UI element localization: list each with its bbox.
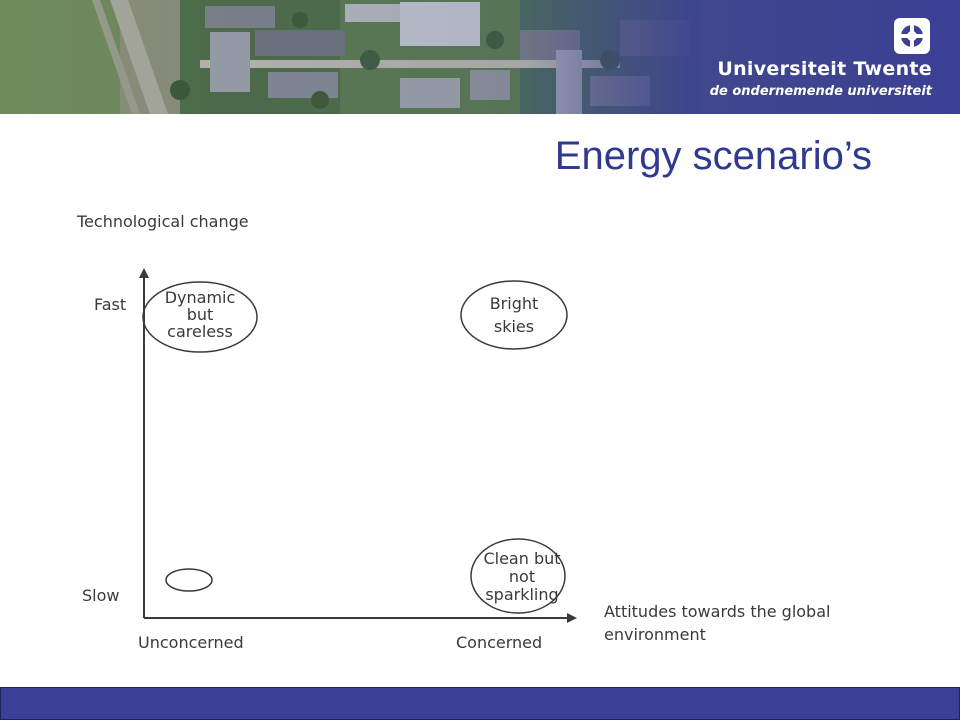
scenario-dynamic-but-careless: Dynamic but careless (142, 281, 258, 353)
scenario-label-line: sparkling (485, 585, 558, 604)
campus-aerial-image (0, 0, 960, 114)
university-logo: Universiteit Twente de ondernemende univ… (710, 12, 946, 104)
scenario-label-line: but (187, 305, 214, 324)
y-tick-fast: Fast (94, 295, 126, 314)
scenario-empty-ellipse (165, 568, 213, 592)
scenario-label-line: Dynamic (165, 288, 236, 307)
footer-bar (0, 687, 960, 720)
scenario-label-line: skies (494, 317, 534, 336)
slide-title: Energy scenario’s (554, 134, 872, 178)
scenario-ellipse (460, 280, 568, 350)
x-tick-concerned: Concerned (456, 633, 542, 652)
x-tick-unconcerned: Unconcerned (138, 633, 244, 652)
scenario-ellipse (470, 538, 566, 614)
y-tick-slow: Slow (82, 586, 119, 605)
header-banner: Universiteit Twente de ondernemende univ… (0, 0, 960, 114)
scenario-ellipse (142, 281, 258, 353)
scenario-bright-skies: Bright skies (460, 280, 568, 350)
scenario-label-line: careless (167, 322, 233, 341)
y-axis-label: Technological change (76, 212, 249, 231)
university-tagline: de ondernemende universiteit (709, 84, 932, 99)
scenario-diagram: Technological change Fast Slow Unconcern… (76, 212, 830, 652)
x-axis-label-line2: environment (604, 625, 706, 644)
scenario-label-line: Bright (490, 294, 539, 313)
scenario-label-line: not (509, 567, 535, 586)
university-name: Universiteit Twente (717, 58, 932, 80)
scenario-clean-but-not-sparkling: Clean but not sparkling (470, 538, 566, 614)
x-axis-label-line1: Attitudes towards the global (604, 602, 830, 621)
utwente-logo-icon (894, 18, 930, 54)
scenario-label-line: Clean but (483, 549, 560, 568)
